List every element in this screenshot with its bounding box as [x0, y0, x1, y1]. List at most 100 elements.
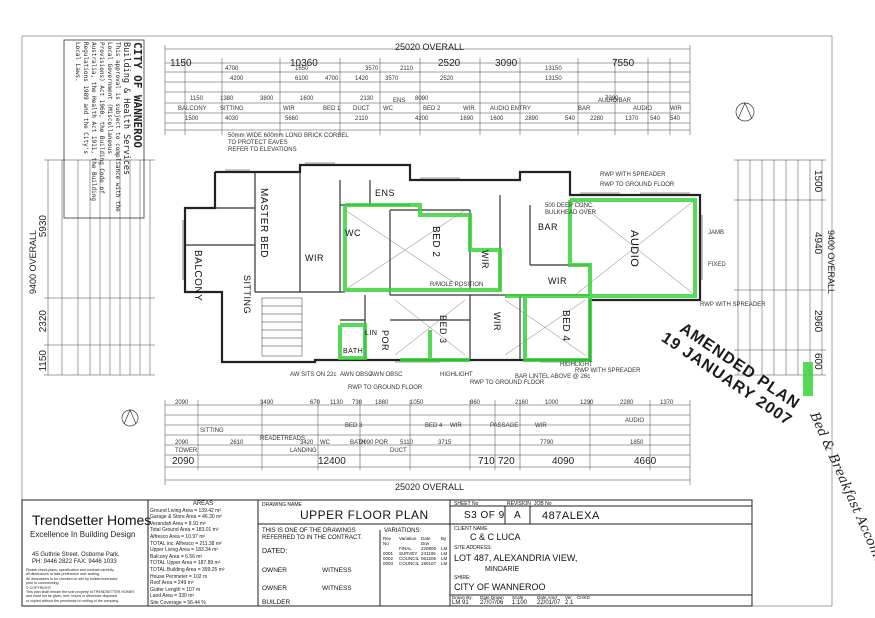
bottom-sub-dim: 3420: [300, 440, 314, 446]
top-sub-dim: 4200: [230, 76, 244, 82]
top-sub-dim: 8090: [415, 96, 429, 102]
overall-dim-bottom: 25020 OVERALL: [395, 482, 465, 492]
top-label: WIR: [283, 106, 295, 112]
top-sub-dim: 540: [650, 116, 661, 122]
right-dim-2: 4940: [812, 232, 823, 255]
top-sub-dim: 6100: [295, 76, 309, 82]
company-address: 45 Guthrie Street, Osborne Park.: [32, 552, 120, 558]
footer-header: Date Amd: [537, 595, 557, 600]
top-dim-5: 7550: [612, 58, 635, 69]
variations-header-row: Rev No Variation Date Drw By: [383, 536, 449, 546]
fine-print-line: prior to commencing.: [26, 581, 60, 586]
plan-note: AW SITS ON 22c: [290, 372, 337, 378]
fine-print-line: This plan shall remain the sole property…: [26, 590, 135, 595]
areas-title: AREAS: [192, 501, 214, 507]
room-label-bed3: BED 3: [438, 315, 448, 344]
bottom-sub-dim: 1850: [630, 440, 644, 446]
bottom-sub-dim: 2090: [175, 440, 189, 446]
top-sub-dim: 4200: [415, 116, 429, 122]
site-address-1: LOT 487, ALEXANDRIA VIEW,: [454, 553, 578, 563]
variation-cell: LM: [441, 551, 448, 556]
area-row: House Perimeter = 102 m: [150, 573, 208, 580]
variation-cell: FINAL: [399, 546, 412, 551]
sheet-no: S3 OF 9: [464, 510, 505, 521]
variation-cell: COUNCIL: [399, 561, 420, 566]
company-name: Trendsetter Homes: [32, 512, 152, 528]
contract-text-1: THIS IS ONE OF THE DRAWINGS: [262, 528, 356, 534]
footer-value: 2.1: [565, 600, 574, 606]
variations-table: Rev No Variation Date Drw By FINAL 22080…: [383, 536, 449, 566]
variation-row: 0001 SURVEY 241106 LM: [383, 551, 449, 556]
bottom-sub-dim: 1370: [660, 400, 674, 406]
bottom-label: WIR: [535, 423, 547, 429]
variation-row: 0002 COUNCIL 061206 LM: [383, 556, 449, 561]
fine-print-line: All dimensions to be checked on site by …: [26, 576, 118, 581]
top-sub-dim: 540: [670, 116, 681, 122]
plan-note: RWP WITH SPREADER: [600, 172, 666, 178]
bottom-sub-dim: 1290: [580, 400, 594, 406]
stamp-line: Building & Health Services: [121, 42, 132, 176]
revision: A: [514, 510, 522, 521]
plan-note: HIGHLIGHT: [440, 372, 473, 378]
witness-label-2: WITNESS: [322, 585, 352, 592]
footer-row: Drawn By: Date Drawn Scale Date Amd Ver …: [452, 595, 752, 606]
top-sub-dim: 1600: [300, 96, 314, 102]
plan-note: BULKHEAD OVER: [545, 210, 597, 216]
top-sub-dim: 2520: [440, 76, 454, 82]
top-dimension-lines: [165, 48, 690, 131]
area-row: Site Coverage = 56.44 %: [150, 599, 206, 606]
top-sub-dim: 13150: [545, 76, 562, 82]
variation-cell: 061206: [421, 556, 437, 561]
area-row: Roof Area = 249 m²: [150, 580, 194, 587]
variation-header: Variation: [399, 536, 417, 541]
area-row: Gutter Length = 107 m: [150, 586, 201, 593]
top-label: AUDIO: [633, 106, 653, 112]
bottom-sub-dim: 1000: [545, 400, 559, 406]
footer-value: 22/01/07: [537, 600, 561, 606]
bottom-dim-4: 720: [498, 456, 515, 467]
area-row: Alfresco Area = 10.97 m²: [150, 533, 206, 540]
council-stamp: CITY OF WANNEROO Building & Health Servi…: [66, 42, 144, 216]
drawing-name-label: DRAWING NAME: [262, 502, 302, 508]
variation-cell: 0001: [383, 551, 394, 556]
plan-note: RWP TO GROUND FLOOR: [348, 385, 423, 391]
room-label-por: POR: [380, 330, 390, 352]
bottom-label: WIR: [450, 423, 462, 429]
bottom-label: WC: [320, 440, 330, 446]
room-label-balcony: BALCONY: [192, 250, 203, 302]
stamp-line: Provisions) Act 1960, the Building Code …: [98, 42, 105, 194]
top-sub-dim: 2280: [590, 116, 604, 122]
left-dim-3: 1150: [38, 350, 49, 372]
top-sub-dim: 1650: [295, 66, 309, 72]
sheet-no-label: SHEET No: [454, 501, 479, 507]
bottom-dim-2: 12400: [318, 456, 346, 467]
bottom-dim-3: 710: [478, 456, 495, 467]
plan-note: TO PROTECT EAVES: [228, 140, 288, 146]
top-sub-dim: 13150: [545, 66, 562, 72]
footer-value: LM 91: [452, 600, 469, 606]
plan-note: AWN OBSC: [370, 372, 403, 378]
shire: CITY OF WANNEROO: [454, 582, 546, 592]
plan-note: R/MOLE POSITION: [430, 282, 484, 288]
bottom-sub-dim: 3490: [260, 400, 274, 406]
top-sub-dim: 4700: [325, 76, 339, 82]
area-row: Land Area = 330 m²: [150, 593, 195, 600]
room-label-sitting: SITTING: [242, 275, 252, 314]
footer-header: CHKD: [577, 595, 590, 600]
top-sub-dim: 2110: [400, 66, 413, 72]
left-dimension-lines: [44, 159, 155, 376]
bottom-sub-dim: 2280: [620, 400, 634, 406]
stamp-line: Local Government (Miscellaneous: [106, 42, 113, 154]
left-dim-2: 2320: [38, 310, 49, 333]
top-sub-dim: 5660: [285, 116, 299, 122]
council-stamp-border: [63, 39, 145, 219]
bottom-sub-dim: 1130: [330, 400, 343, 406]
fine-print-line: and must not be given, lent, resold or o…: [26, 594, 117, 599]
footer-header: Scale: [512, 595, 524, 600]
bottom-label: DUCT: [390, 448, 407, 454]
bottom-sub-dim: 2610: [230, 440, 244, 446]
variation-cell: 241106: [421, 551, 436, 556]
area-row: Verandah Area = 8.91 m²: [150, 520, 206, 527]
fine-print-line: Please check plans, specification and co…: [26, 568, 114, 572]
